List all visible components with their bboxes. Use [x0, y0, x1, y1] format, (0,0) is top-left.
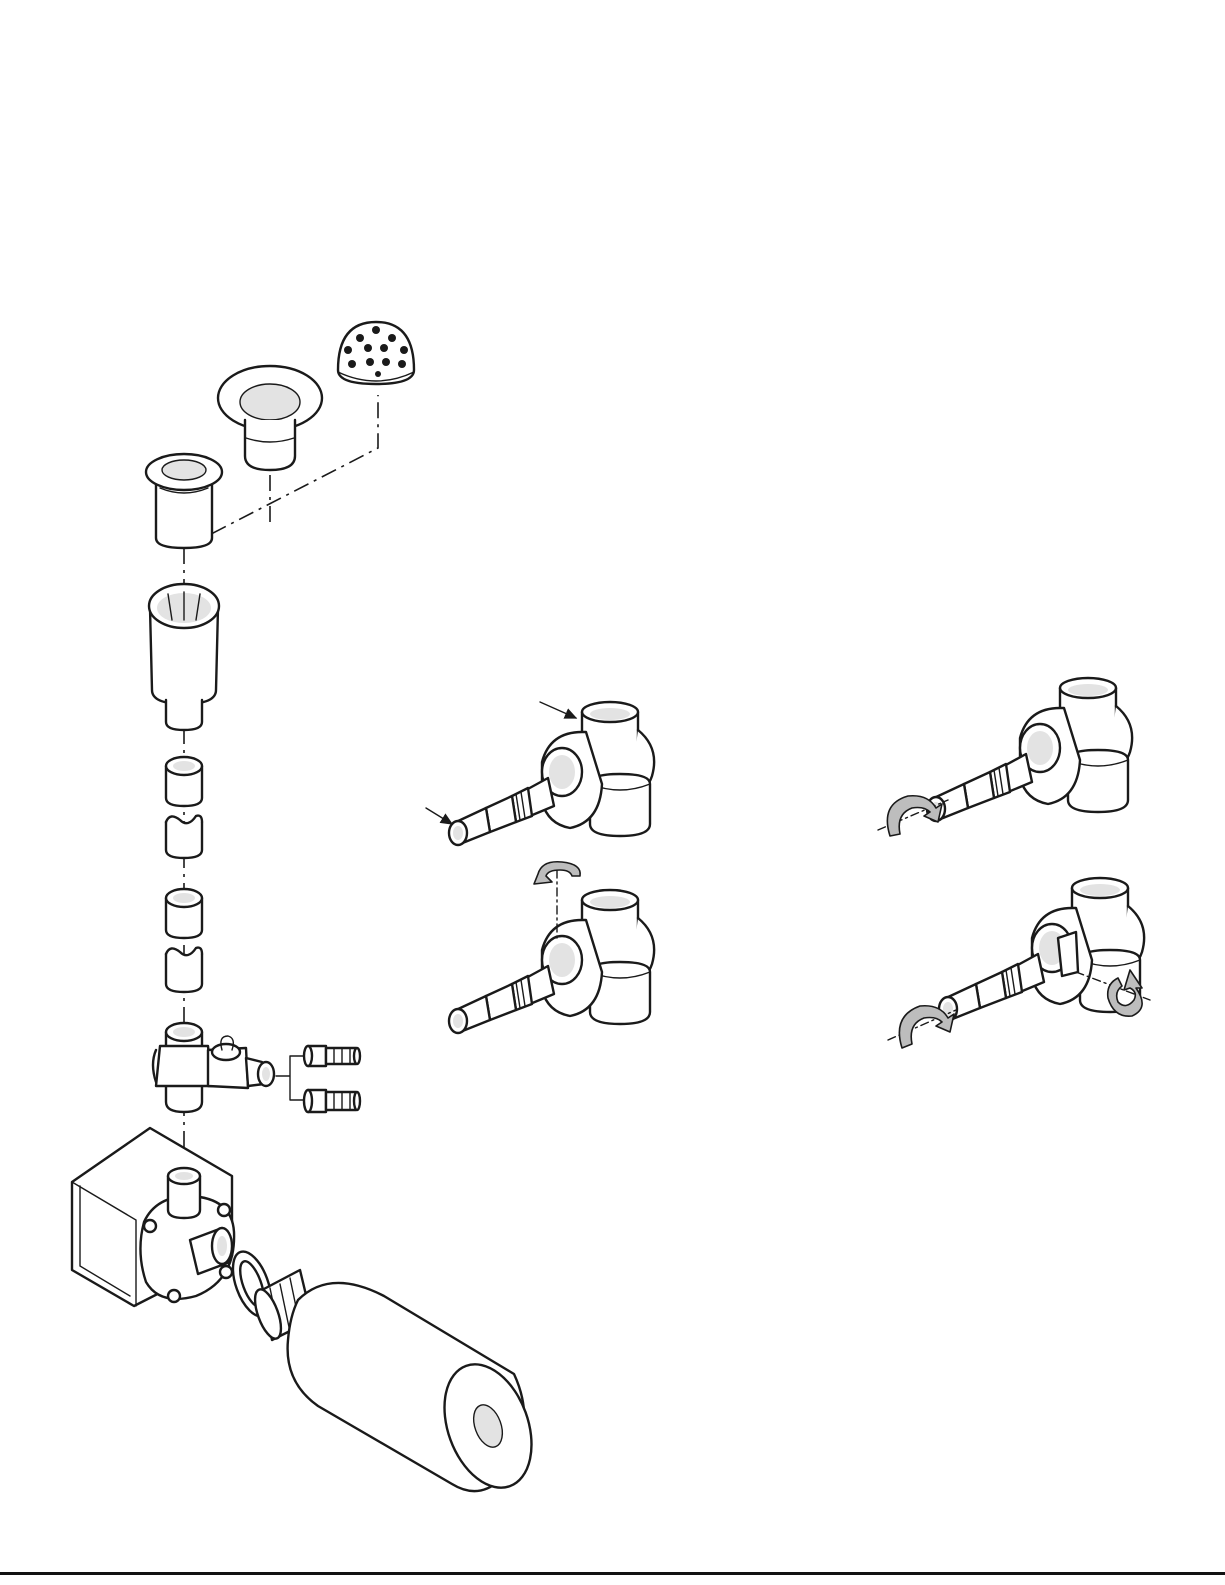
valve-view-twist-both [888, 878, 1150, 1048]
page-bottom-rule [0, 1572, 1225, 1575]
valve-view-twist-barb [878, 678, 1132, 836]
extension-housing [149, 584, 219, 730]
barb-fitting-2 [304, 1090, 360, 1112]
tube-connector-4 [166, 948, 202, 992]
tube-connector-2 [166, 816, 202, 858]
nozzle-geyser [338, 322, 414, 384]
pump-body [72, 1128, 234, 1306]
tube-connector-1 [166, 757, 202, 806]
tube-connector-3 [166, 889, 202, 938]
foam-prefilter [288, 1283, 548, 1500]
barb-fitting-1 [304, 1046, 360, 1066]
diverter-valve [153, 1023, 306, 1112]
valve-view-arrows [426, 702, 654, 845]
valve-view-rotate-handle [449, 862, 654, 1033]
nozzle-bell [146, 454, 222, 548]
nozzle-tulip [218, 366, 322, 470]
